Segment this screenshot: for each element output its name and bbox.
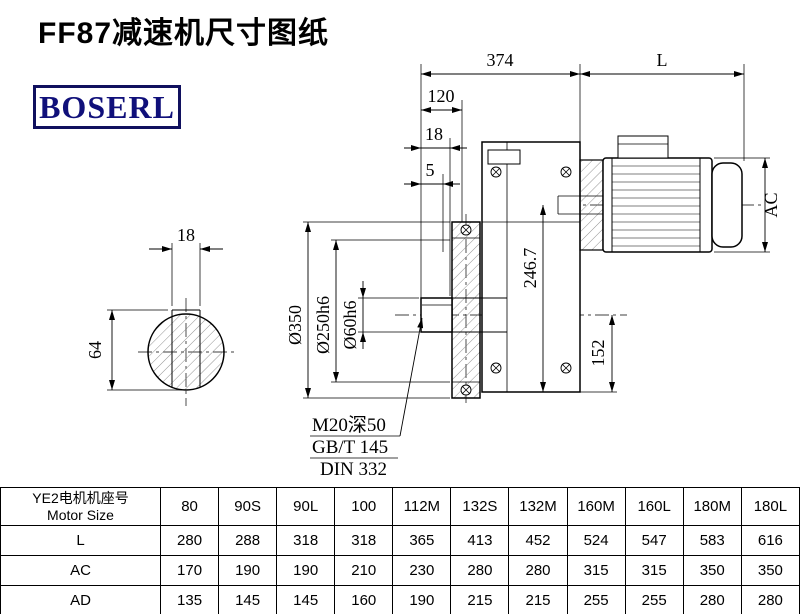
table-row-L: L 280 288 318 318 365 413 452 524 547 58… bbox=[0, 525, 800, 556]
value-cell: 583 bbox=[682, 525, 742, 556]
dim-350-label: Ø350 bbox=[285, 305, 305, 345]
column-header: 132S bbox=[450, 487, 510, 526]
column-header: 132M bbox=[508, 487, 568, 526]
column-header: 180L bbox=[740, 487, 800, 526]
column-header: 80 bbox=[159, 487, 220, 526]
table-header-row: YE2电机机座号 Motor Size 80 90S 90L 100 112M … bbox=[0, 487, 800, 526]
column-header: 112M bbox=[392, 487, 452, 526]
gearbox-main-view bbox=[395, 135, 762, 406]
shaft-section-circle bbox=[147, 313, 225, 391]
output-flange bbox=[451, 221, 481, 399]
value-cell: 190 bbox=[392, 585, 452, 614]
motor-size-table: YE2电机机座号 Motor Size 80 90S 90L 100 112M … bbox=[0, 487, 800, 614]
shaft-tap-note: M20深50 GB/T 145 DIN 332 bbox=[310, 317, 424, 480]
table-row-AD: AD 135 145 145 160 190 215 215 255 255 2… bbox=[0, 585, 800, 614]
value-cell: 547 bbox=[624, 525, 684, 556]
bolt-symbols bbox=[460, 166, 572, 396]
value-cell: 145 bbox=[218, 585, 278, 614]
value-cell: 280 bbox=[159, 525, 220, 556]
value-cell: 190 bbox=[218, 555, 278, 586]
value-cell: 280 bbox=[682, 585, 742, 614]
dimensions: 374 L 120 18 5 AC bbox=[285, 50, 781, 399]
brand-logo: BOSERL bbox=[33, 85, 181, 129]
value-cell: 135 bbox=[159, 585, 220, 614]
brand-logo-text: BOSERL bbox=[39, 88, 175, 125]
value-cell: 280 bbox=[508, 555, 568, 586]
value-cell: 160 bbox=[334, 585, 394, 614]
row-label: AC bbox=[0, 555, 161, 586]
page-title: FF87减速机尺寸图纸 bbox=[38, 17, 330, 50]
row-label: L bbox=[0, 525, 161, 556]
column-header: 90S bbox=[218, 487, 278, 526]
value-cell: 215 bbox=[508, 585, 568, 614]
fan-cover bbox=[711, 162, 743, 248]
value-cell: 255 bbox=[624, 585, 684, 614]
value-cell: 524 bbox=[566, 525, 626, 556]
value-cell: 413 bbox=[450, 525, 510, 556]
value-cell: 190 bbox=[276, 555, 336, 586]
dim-18-label: 18 bbox=[425, 124, 443, 144]
dim-key-width-label: 18 bbox=[177, 225, 195, 245]
dimension-drawing: 18 64 bbox=[85, 50, 781, 480]
motor-adapter bbox=[579, 159, 604, 251]
column-header: 100 bbox=[334, 487, 394, 526]
table-row-AC: AC 170 190 190 210 230 280 280 315 315 3… bbox=[0, 555, 800, 586]
value-cell: 170 bbox=[159, 555, 220, 586]
dim-152-label: 152 bbox=[588, 340, 608, 367]
value-cell: 280 bbox=[450, 555, 510, 586]
value-cell: 318 bbox=[276, 525, 336, 556]
motor-fins bbox=[612, 165, 700, 247]
column-header: 90L bbox=[276, 487, 336, 526]
value-cell: 318 bbox=[334, 525, 394, 556]
dim-key-height-label: 64 bbox=[85, 341, 105, 359]
din-standard-label: DIN 332 bbox=[320, 459, 387, 480]
dim-L-label: L bbox=[657, 50, 668, 70]
dim-60-label: Ø60h6 bbox=[340, 301, 360, 350]
dim-250-label: Ø250h6 bbox=[313, 296, 333, 354]
dim-AC-label: AC bbox=[761, 192, 781, 217]
row-label: AD bbox=[0, 585, 161, 614]
gb-standard-label: GB/T 145 bbox=[312, 437, 388, 458]
column-header: 160M bbox=[566, 487, 626, 526]
housing-boss bbox=[487, 149, 521, 165]
value-cell: 280 bbox=[740, 585, 800, 614]
value-cell: 215 bbox=[450, 585, 510, 614]
value-cell: 145 bbox=[276, 585, 336, 614]
value-cell: 315 bbox=[624, 555, 684, 586]
motor-size-header-en: Motor Size bbox=[47, 506, 114, 523]
value-cell: 616 bbox=[740, 525, 800, 556]
dim-5-label: 5 bbox=[426, 160, 435, 180]
value-cell: 365 bbox=[392, 525, 452, 556]
shaft-end-view: 18 64 bbox=[85, 225, 234, 406]
output-shaft bbox=[420, 297, 453, 333]
dim-246-label: 246.7 bbox=[520, 248, 540, 289]
tap-note-label: M20深50 bbox=[312, 414, 386, 436]
column-header: 160L bbox=[624, 487, 684, 526]
terminal-box bbox=[617, 135, 669, 159]
value-cell: 230 bbox=[392, 555, 452, 586]
motor-size-header-cn: YE2电机机座号 bbox=[32, 489, 129, 506]
value-cell: 288 bbox=[218, 525, 278, 556]
dim-120-label: 120 bbox=[428, 86, 455, 106]
column-header: 180M bbox=[682, 487, 742, 526]
gear-housing bbox=[481, 141, 581, 393]
motor-size-header: YE2电机机座号 Motor Size bbox=[0, 487, 161, 526]
value-cell: 255 bbox=[566, 585, 626, 614]
value-cell: 350 bbox=[682, 555, 742, 586]
dim-374-label: 374 bbox=[487, 50, 514, 70]
value-cell: 315 bbox=[566, 555, 626, 586]
value-cell: 210 bbox=[334, 555, 394, 586]
value-cell: 350 bbox=[740, 555, 800, 586]
value-cell: 452 bbox=[508, 525, 568, 556]
